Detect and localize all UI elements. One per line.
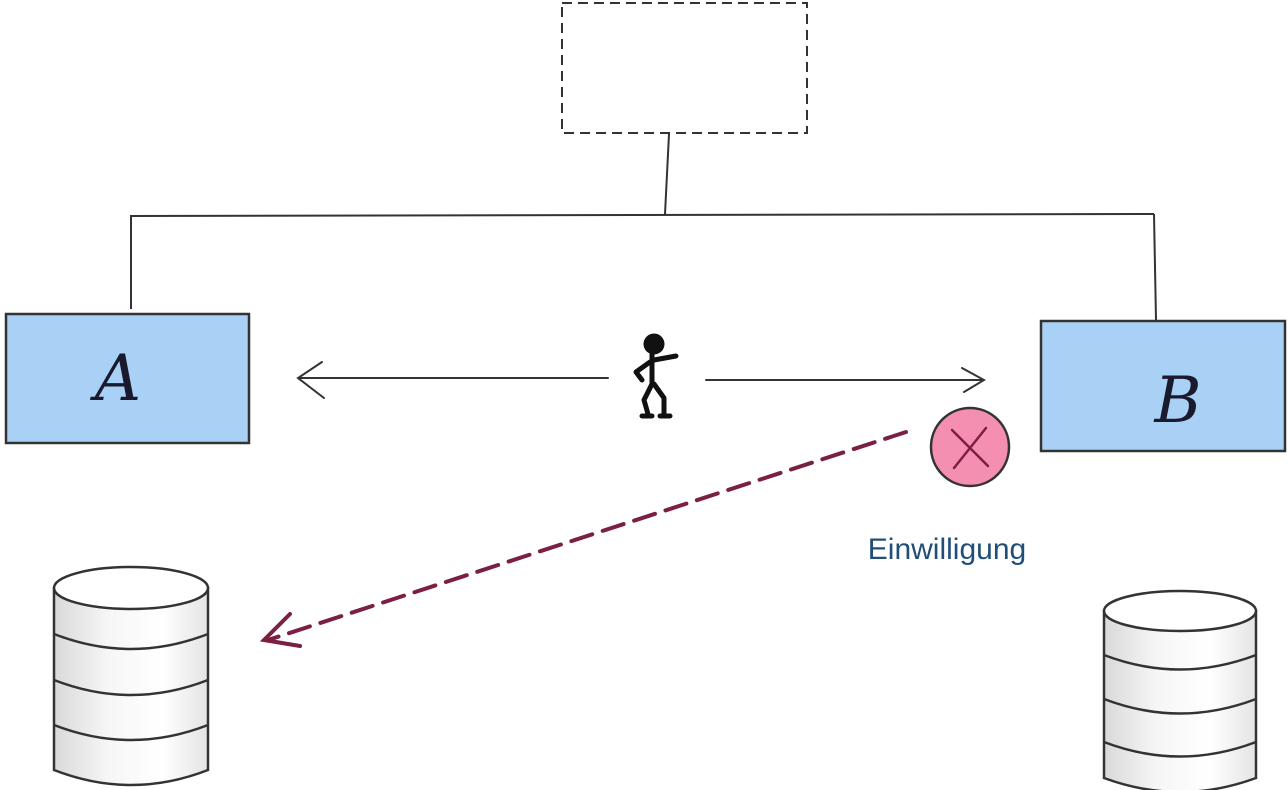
database-b-icon [1102,589,1258,790]
consent-label: Einwilligung [868,533,1026,566]
person-icon [633,333,679,419]
node-a: A [4,312,251,445]
connector-lines [129,133,1157,321]
arrow-to-a [296,361,609,399]
arrow-to-b [705,367,987,393]
node-b-label: B [1153,364,1201,438]
x-circle-icon [929,406,1011,488]
node-b: B [1039,319,1287,453]
database-a-icon [52,565,210,787]
node-a-label: A [90,342,141,416]
placeholder-box [561,2,808,134]
blocked-data-flow-arrow [259,430,908,648]
